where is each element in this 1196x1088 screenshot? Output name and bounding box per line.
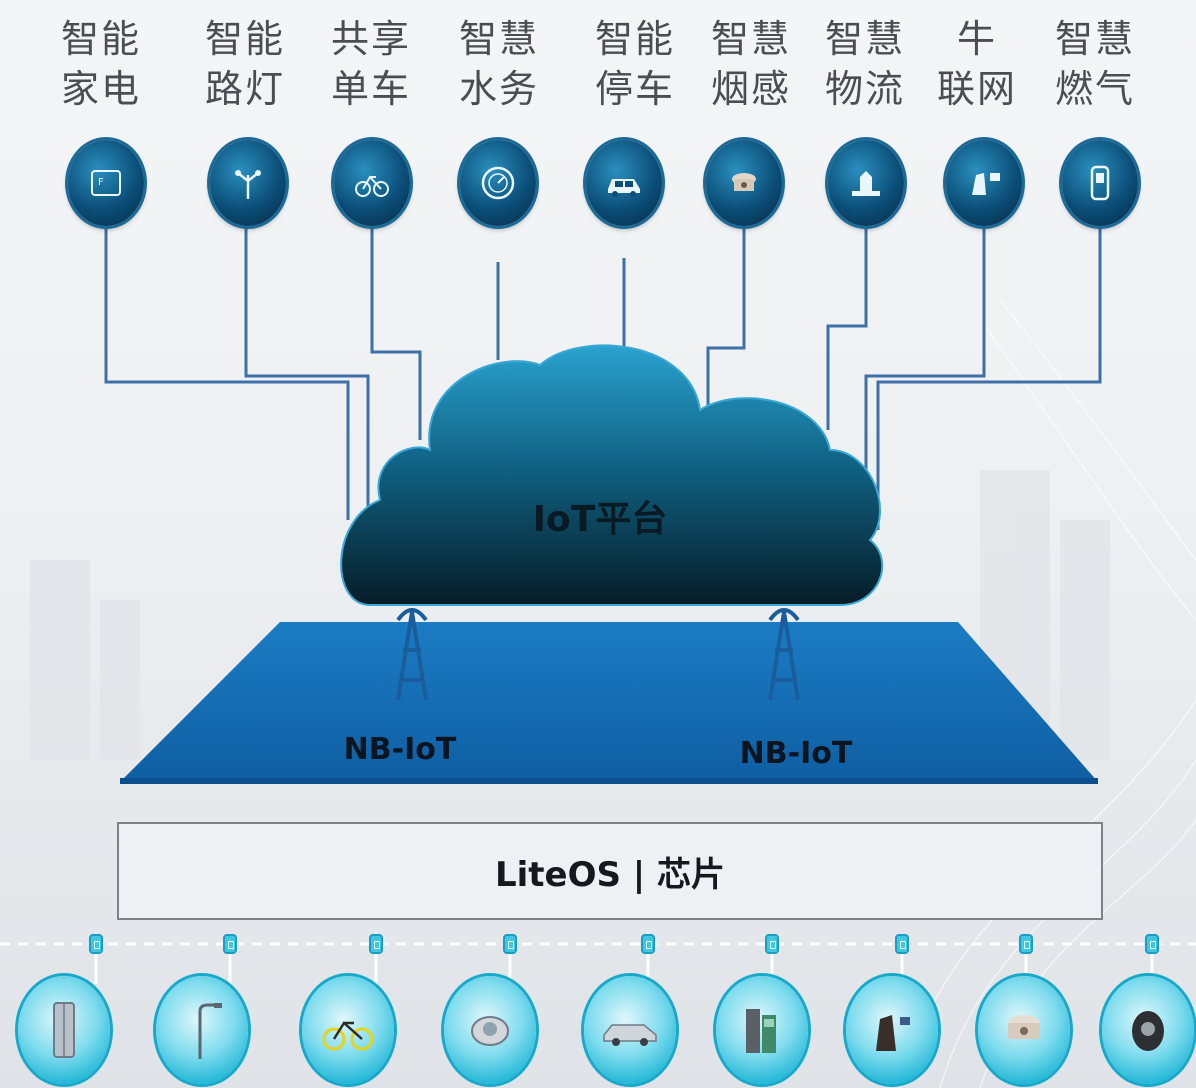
water-meter-icon bbox=[444, 976, 536, 1084]
node-icon bbox=[765, 934, 779, 954]
node-icon bbox=[641, 934, 655, 954]
appliance-icon: F bbox=[68, 140, 144, 226]
nb-iot-label-right: NB-IoT bbox=[739, 736, 853, 771]
water-meter-icon bbox=[460, 140, 536, 226]
cell-tower-icon-left bbox=[396, 608, 428, 701]
iot-cloud-shape bbox=[340, 344, 884, 606]
street-lamp-icon bbox=[156, 976, 248, 1084]
smoke-detector-icon bbox=[978, 976, 1070, 1084]
app-label-smart-smoke: 智慧 烟感 bbox=[710, 17, 791, 111]
streetlight-icon bbox=[210, 140, 286, 226]
nb-iot-network-plate bbox=[120, 622, 1098, 782]
node-icon bbox=[1145, 934, 1159, 954]
car-icon bbox=[586, 140, 662, 226]
liteos-chip-bar: LiteOS | 芯片 bbox=[117, 822, 1103, 920]
gas-meter-icon bbox=[1102, 976, 1194, 1084]
app-label-smart-streetlight: 智能 路灯 bbox=[204, 17, 285, 111]
app-label-smart-gas: 智慧 燃气 bbox=[1054, 17, 1135, 111]
app-label-smart-water: 智慧 水务 bbox=[458, 17, 539, 111]
logistics-icon bbox=[828, 140, 904, 226]
app-label-cattle-iot: 牛 联网 bbox=[936, 17, 1017, 111]
cell-tower-icon-right bbox=[768, 608, 800, 701]
app-label-shared-bicycle: 共享 单车 bbox=[330, 17, 411, 111]
nb-iot-label-left: NB-IoT bbox=[343, 732, 457, 767]
node-icon bbox=[895, 934, 909, 954]
parcel-locker-icon bbox=[716, 976, 808, 1084]
liteos-chip-label: LiteOS | 芯片 bbox=[494, 854, 726, 895]
app-label-smart-logistics: 智慧 物流 bbox=[824, 17, 905, 111]
bicycle-icon bbox=[334, 140, 410, 226]
gas-meter-icon bbox=[1062, 140, 1138, 226]
node-icon bbox=[369, 934, 383, 954]
iot-platform-label: IoT平台 bbox=[532, 499, 668, 540]
app-label-smart-appliance: 智能 家电 bbox=[60, 17, 141, 111]
node-icon bbox=[1019, 934, 1033, 954]
svg-text:F: F bbox=[98, 177, 104, 188]
cattle-icon bbox=[946, 140, 1022, 226]
car-icon bbox=[584, 976, 676, 1084]
connection-lines bbox=[104, 222, 1102, 530]
node-icon bbox=[503, 934, 517, 954]
refrigerator-icon bbox=[18, 976, 110, 1084]
smoke-detector-icon bbox=[706, 140, 782, 226]
app-label-smart-parking: 智能 停车 bbox=[594, 17, 675, 111]
cattle-icon bbox=[846, 976, 938, 1084]
node-icon bbox=[89, 934, 103, 954]
bicycle-icon bbox=[302, 976, 394, 1084]
node-icon bbox=[223, 934, 237, 954]
